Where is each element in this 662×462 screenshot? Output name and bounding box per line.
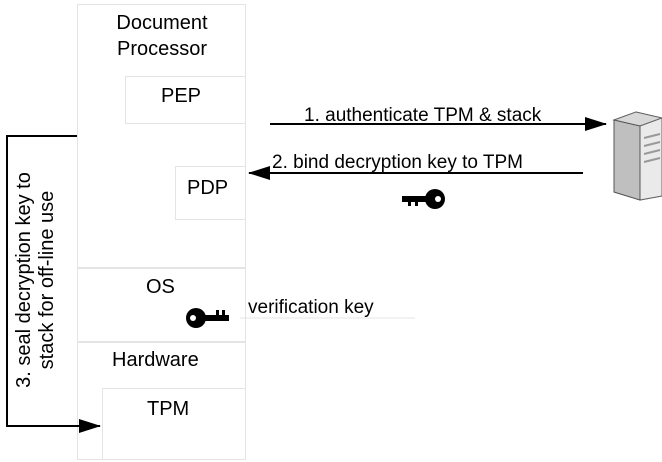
- server-icon: [612, 111, 662, 201]
- bind-key-icon: [402, 189, 445, 209]
- os-box: [77, 268, 246, 342]
- seal-arrow: [6, 135, 101, 433]
- verification-key-icon: [186, 308, 229, 328]
- os-label: OS: [146, 276, 175, 298]
- seal-label: 3. seal decryption key to stack for off-…: [13, 172, 58, 388]
- tpm-box: [102, 388, 246, 460]
- hardware-label: Hardware: [112, 349, 199, 371]
- authenticate-label: 1. authenticate TPM & stack: [304, 105, 542, 126]
- pep-box: [125, 76, 246, 124]
- verification-key-label: verification key: [248, 297, 374, 318]
- pdp-box: [175, 166, 246, 220]
- document-processor-box: [77, 4, 246, 268]
- document-processor-label: Document Processor: [116, 12, 208, 60]
- pdp-label: PDP: [187, 177, 229, 199]
- bind-label: 2. bind decryption key to TPM: [272, 152, 523, 173]
- tpm-label: TPM: [147, 398, 190, 420]
- pep-label: PEP: [161, 85, 202, 107]
